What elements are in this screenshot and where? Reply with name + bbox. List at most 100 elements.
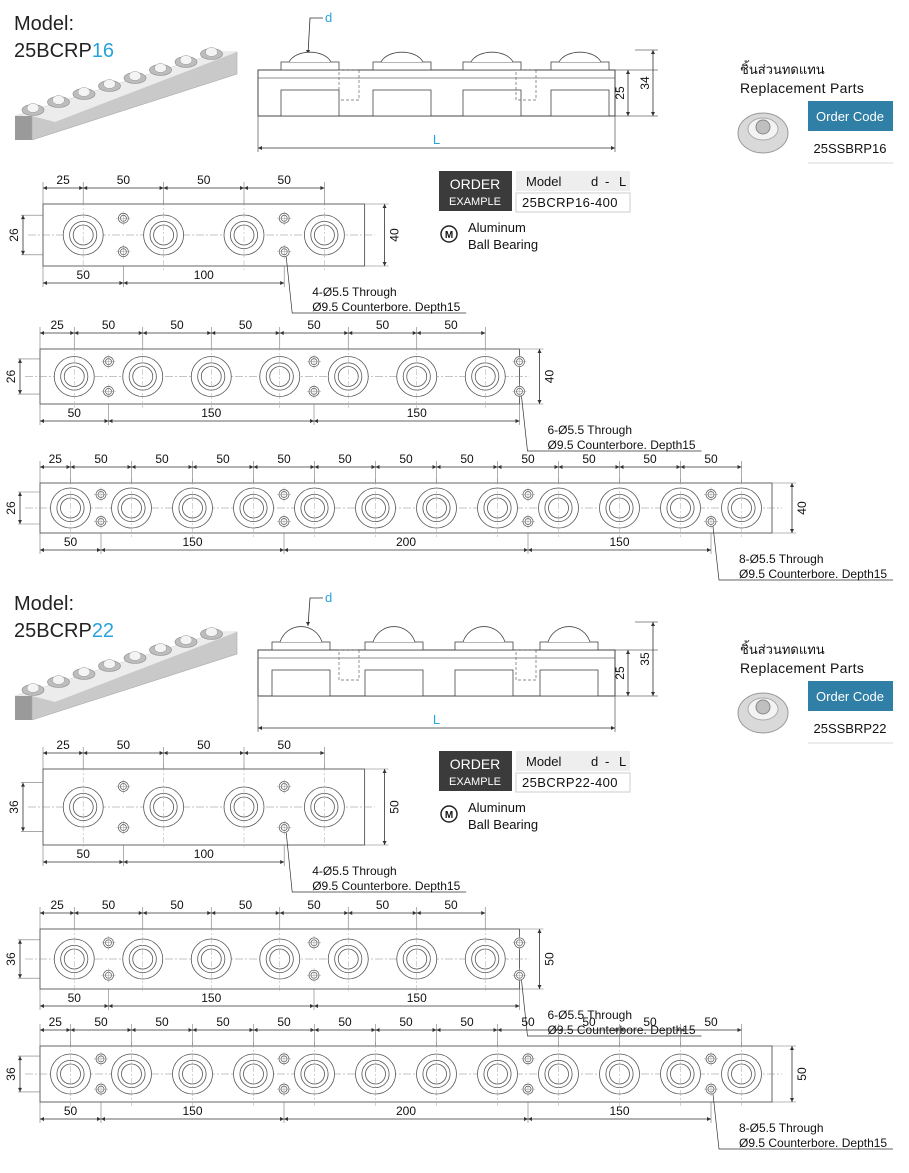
hole-note-line1: 8-Ø5.5 Through — [739, 552, 824, 566]
ball — [77, 87, 91, 97]
dimension-label: 50 — [197, 738, 211, 752]
arrow-head — [707, 1117, 711, 1121]
arrow-head — [253, 1028, 258, 1032]
arrow-head — [558, 465, 563, 469]
model-name: 25BCRP16 — [14, 40, 114, 62]
arrow-head — [18, 390, 22, 395]
ball — [103, 659, 116, 669]
arrow-head — [320, 186, 325, 190]
hole-note-line2: Ø9.5 Counterbore. Depth15 — [548, 438, 696, 452]
arrow-head — [101, 548, 105, 552]
bar-top-surface — [15, 52, 237, 122]
arrow-head — [40, 1004, 44, 1008]
arrow-head — [123, 860, 128, 864]
arrow-head — [249, 1028, 254, 1032]
ball — [52, 95, 65, 105]
ball-housing-top — [280, 61, 340, 71]
arrow-head — [280, 281, 285, 285]
ball-housing — [454, 669, 514, 697]
arrow-head — [680, 465, 685, 469]
arrow-head — [43, 186, 47, 190]
ball-housing — [364, 669, 424, 697]
dimension-label: 50 — [68, 406, 82, 420]
dimension-label: 50 — [582, 452, 596, 466]
bar-top-surface — [15, 632, 237, 702]
arrow-head — [619, 1028, 624, 1032]
arrow-head — [615, 1028, 620, 1032]
dimension-label: 50 — [94, 452, 108, 466]
arrow-head — [626, 70, 630, 74]
arrow-head — [188, 465, 193, 469]
arrow-head — [66, 1028, 71, 1032]
dimension-label: 50 — [795, 1067, 809, 1081]
arrow-head — [275, 331, 280, 335]
arrow-head — [18, 358, 22, 363]
arrow-head — [790, 1098, 794, 1102]
arrow-head — [481, 331, 486, 335]
arrow-head — [790, 483, 794, 487]
ball-housing-top — [454, 641, 514, 651]
ball — [179, 635, 193, 645]
arrow-head — [537, 400, 542, 404]
dimension-label: 25 — [613, 86, 627, 100]
dimension-label: 26 — [7, 228, 21, 242]
dimension-label: 50 — [64, 1104, 78, 1118]
arrow-head — [142, 331, 147, 335]
dimension-label: 50 — [155, 1015, 169, 1029]
arrow-head — [127, 465, 132, 469]
order-model-label: Model — [526, 174, 562, 189]
hole-note-line1: 8-Ø5.5 Through — [739, 1121, 824, 1135]
dimension-label: 50 — [338, 452, 352, 466]
length-label: L — [433, 712, 440, 727]
hole-note-line2: Ø9.5 Counterbore. Depth15 — [739, 1136, 887, 1150]
ball-dome — [558, 51, 602, 63]
arrow-head — [97, 1117, 101, 1121]
arrow-head — [524, 548, 528, 552]
arrow-head — [314, 465, 319, 469]
dimension-label: 25 — [50, 318, 64, 332]
arrow-head — [159, 751, 164, 755]
arrow-head — [70, 465, 75, 469]
arrow-head — [108, 419, 113, 423]
arrow-head — [211, 331, 216, 335]
ball — [26, 103, 40, 113]
dimension-label: 50 — [278, 173, 292, 187]
dimension-label: 50 — [399, 452, 413, 466]
dimension-label: 50 — [521, 1015, 535, 1029]
arrow-head — [344, 331, 349, 335]
dimension-label: 36 — [7, 800, 21, 814]
ball-dome — [279, 626, 323, 643]
order-d-label: d — [591, 174, 598, 189]
counterbore-hidden — [338, 69, 360, 101]
material-line2: Ball Bearing — [468, 237, 538, 252]
arrow-head — [79, 751, 84, 755]
dimension-label: 150 — [609, 535, 629, 549]
arrow-head — [240, 751, 244, 755]
arrow-head — [554, 465, 559, 469]
arrow-head — [436, 465, 441, 469]
ball-dome — [470, 51, 514, 63]
note-leader — [521, 980, 702, 1037]
ball-housing — [550, 89, 610, 117]
ball-housing-top — [364, 641, 424, 651]
model-suffix: 22 — [92, 620, 114, 642]
arrow-head — [21, 782, 25, 787]
dimension-label: 150 — [407, 991, 427, 1005]
ball-dome — [288, 51, 332, 63]
dimension-label: 150 — [182, 535, 202, 549]
arrow-head — [493, 1028, 498, 1032]
dimension-label: 50 — [543, 952, 557, 966]
arrow-head — [244, 186, 248, 190]
dimension-label: 150 — [201, 406, 221, 420]
arrow-head — [537, 929, 542, 933]
arrow-head — [626, 692, 630, 696]
model-header-0: Model:25BCRP16 — [14, 13, 114, 62]
arrow-head — [558, 1028, 563, 1032]
dimension-label: 150 — [182, 1104, 202, 1118]
arrow-head — [70, 1028, 75, 1032]
order-model-label: Model — [526, 754, 562, 769]
arrow-head — [280, 1117, 284, 1121]
arrow-head — [40, 331, 44, 335]
